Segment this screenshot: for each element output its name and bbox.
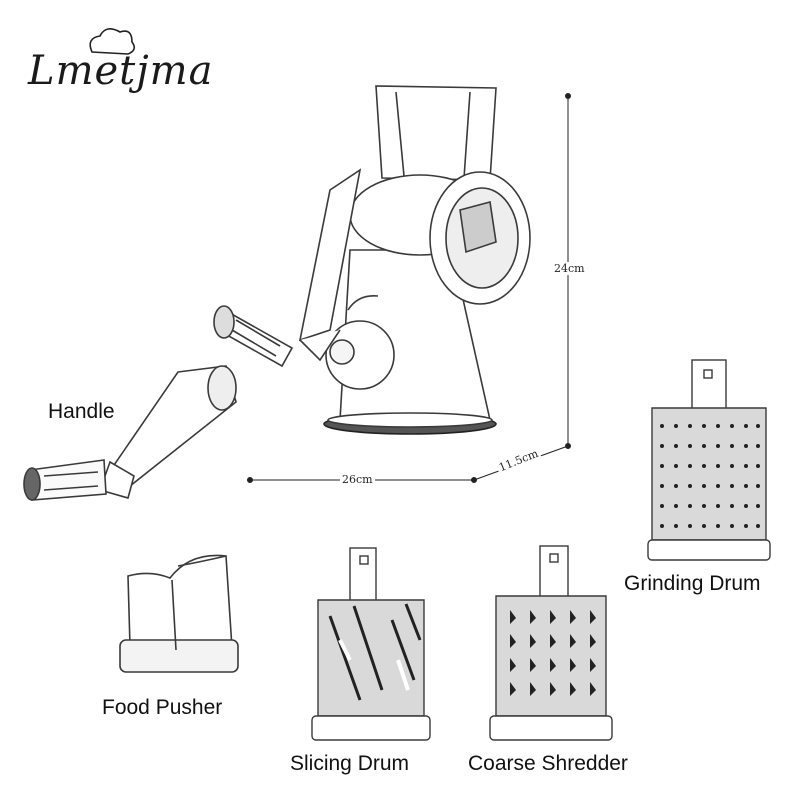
food-pusher-part <box>119 554 239 673</box>
slicing-drum-label: Slicing Drum <box>290 752 410 775</box>
width-dimension: 26cm <box>340 473 375 486</box>
grinding-drum-label: Grinding Drum <box>624 572 761 595</box>
grinding-drum-part <box>647 359 771 561</box>
handle-part <box>23 365 237 501</box>
slicing-drum-part <box>311 547 431 741</box>
handle-label: Handle <box>48 400 115 423</box>
coarse-shredder-label: Coarse Shredder <box>468 752 628 775</box>
food-pusher-label: Food Pusher <box>102 696 223 719</box>
brand-logo: Lmetjma <box>28 48 214 94</box>
height-dimension: 24cm <box>552 262 587 275</box>
grater-body <box>213 85 531 435</box>
chef-hat-icon <box>89 28 136 55</box>
coarse-shredder-part <box>489 545 613 741</box>
